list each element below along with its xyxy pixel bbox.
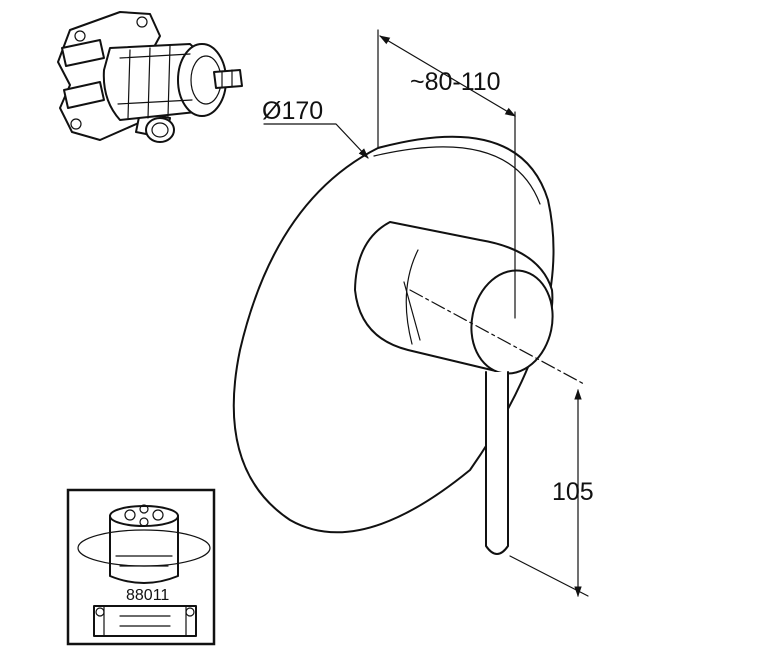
dimension-projection-label: ~80-110: [410, 68, 501, 96]
dimension-leader-diameter: [263, 123, 369, 159]
handle-cylinder: [354, 221, 554, 375]
valve-body-illustration: [57, 11, 243, 143]
extension-line-lever-tip: [509, 555, 589, 597]
lever-handle: [485, 371, 509, 555]
center-line: [409, 289, 585, 385]
inset-box: [66, 488, 216, 646]
part-number-label: 88011: [126, 587, 169, 604]
dimension-arrow-projection: [379, 35, 516, 117]
dimension-height-label: 105: [552, 478, 594, 506]
dimension-diameter-label: Ø170: [262, 97, 323, 125]
escutcheon-plate: [232, 135, 555, 534]
